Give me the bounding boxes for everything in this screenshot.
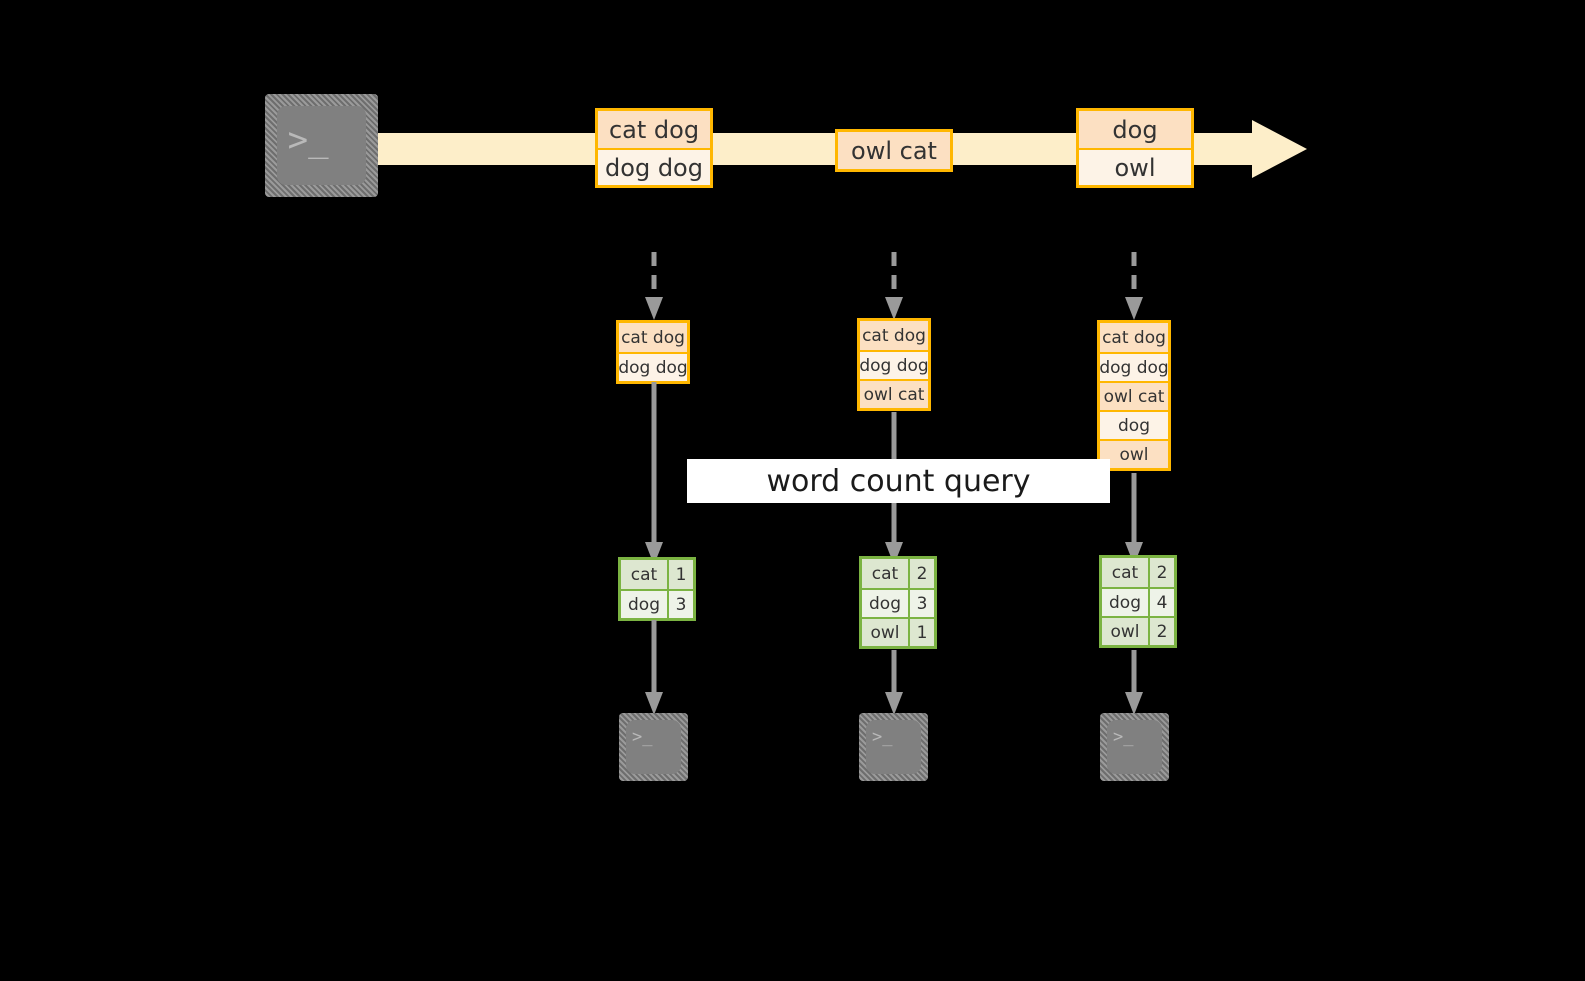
result-count: 3 xyxy=(908,590,934,617)
event-line: cat dog xyxy=(598,111,710,148)
result-to-sink-arrow xyxy=(1125,650,1143,715)
result-count: 1 xyxy=(908,619,934,646)
state-line: owl cat xyxy=(1100,381,1168,410)
event-line: dog xyxy=(1079,111,1191,148)
query-arrow xyxy=(1125,473,1143,565)
sink-terminal-icon: >_ xyxy=(1100,713,1169,781)
stream-event-group[interactable]: dog owl xyxy=(1076,108,1194,188)
result-count: 2 xyxy=(908,559,934,588)
state-line: dog dog xyxy=(618,352,688,381)
terminal-prompt-glyph: >_ xyxy=(287,120,329,161)
terminal-screen: >_ xyxy=(277,106,366,185)
result-word: dog xyxy=(1102,589,1148,616)
result-to-sink-arrow xyxy=(885,650,903,715)
accumulated-state-box[interactable]: cat dog dog dog owl cat xyxy=(857,318,931,411)
state-line: cat dog xyxy=(860,321,928,350)
result-table[interactable]: cat 2 dog 4 owl 2 xyxy=(1099,555,1177,648)
table-row: owl 2 xyxy=(1102,616,1174,645)
state-line: owl xyxy=(1100,439,1168,468)
table-row: owl 1 xyxy=(862,617,934,646)
stream-to-state-arrow xyxy=(885,252,903,320)
result-count: 1 xyxy=(667,560,693,589)
terminal-screen: >_ xyxy=(866,720,921,774)
terminal-prompt-glyph: >_ xyxy=(1113,726,1134,747)
state-line: owl cat xyxy=(860,379,928,408)
terminal-screen: >_ xyxy=(626,720,681,774)
state-line: dog dog xyxy=(1099,352,1169,381)
result-count: 2 xyxy=(1148,558,1174,587)
query-label-band: word count query xyxy=(687,459,1110,503)
terminal-prompt-glyph: >_ xyxy=(632,726,653,747)
result-word: owl xyxy=(862,619,908,646)
event-line: owl xyxy=(1079,148,1191,185)
result-word: cat xyxy=(1102,558,1148,587)
source-terminal-icon: >_ xyxy=(265,94,378,197)
accumulated-state-box[interactable]: cat dog dog dog xyxy=(616,320,690,384)
event-line: dog dog xyxy=(598,148,710,185)
accumulated-state-box[interactable]: cat dog dog dog owl cat dog owl xyxy=(1097,320,1171,471)
result-count: 2 xyxy=(1148,618,1174,645)
result-to-sink-arrow xyxy=(645,620,663,715)
stream-to-state-arrow xyxy=(1125,252,1143,320)
result-word: cat xyxy=(621,560,667,589)
result-count: 3 xyxy=(667,591,693,618)
terminal-prompt-glyph: >_ xyxy=(872,726,893,747)
result-word: dog xyxy=(862,590,908,617)
stream-event-group[interactable]: cat dog dog dog xyxy=(595,108,713,188)
stream-to-state-arrow xyxy=(645,252,663,320)
query-arrow xyxy=(645,382,663,565)
table-row: dog 3 xyxy=(621,589,693,618)
result-word: cat xyxy=(862,559,908,588)
table-row: cat 2 xyxy=(1102,558,1174,587)
sink-terminal-icon: >_ xyxy=(619,713,688,781)
state-line: cat dog xyxy=(1100,323,1168,352)
sink-terminal-icon: >_ xyxy=(859,713,928,781)
state-line: dog xyxy=(1100,410,1168,439)
event-line: owl cat xyxy=(838,132,950,169)
terminal-screen: >_ xyxy=(1107,720,1162,774)
table-row: dog 4 xyxy=(1102,587,1174,616)
table-row: dog 3 xyxy=(862,588,934,617)
result-word: dog xyxy=(621,591,667,618)
state-line: dog dog xyxy=(859,350,929,379)
result-table[interactable]: cat 2 dog 3 owl 1 xyxy=(859,556,937,649)
stream-event-group[interactable]: owl cat xyxy=(835,129,953,172)
result-count: 4 xyxy=(1148,589,1174,616)
state-line: cat dog xyxy=(619,323,687,352)
table-row: cat 2 xyxy=(862,559,934,588)
query-label: word count query xyxy=(766,463,1031,499)
result-word: owl xyxy=(1102,618,1148,645)
table-row: cat 1 xyxy=(621,560,693,589)
result-table[interactable]: cat 1 dog 3 xyxy=(618,557,696,621)
